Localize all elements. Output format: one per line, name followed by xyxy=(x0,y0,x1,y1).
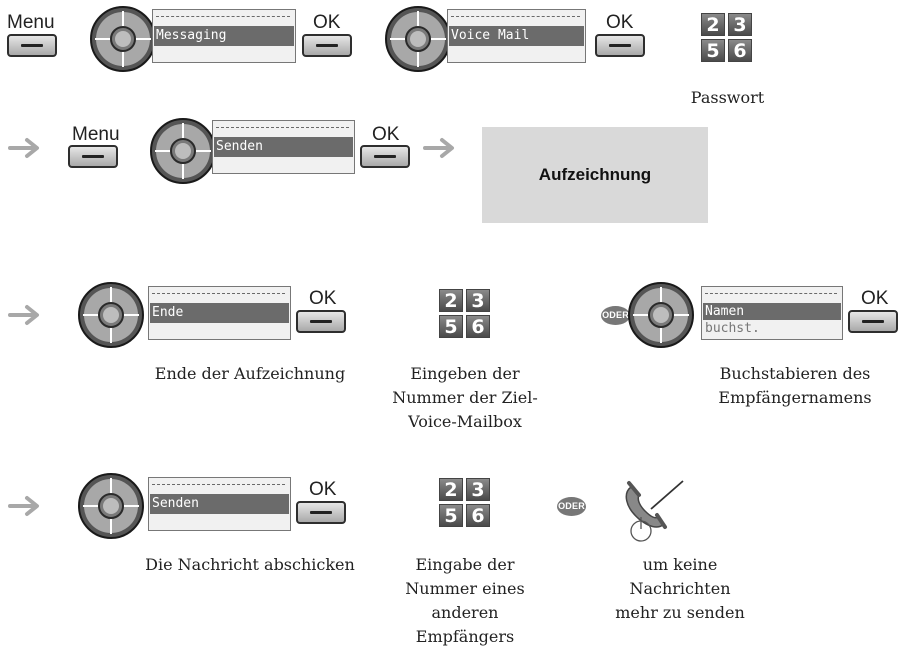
ok-key[interactable] xyxy=(302,34,352,57)
keypad-icon[interactable]: 2 3 5 6 xyxy=(701,13,754,63)
oder-badge: ODER xyxy=(601,306,630,325)
navigator-wheel-icon[interactable] xyxy=(77,281,145,349)
ok-label: OK xyxy=(309,288,337,309)
display-highlight[interactable]: Senden xyxy=(150,494,289,514)
navigator-wheel-icon[interactable] xyxy=(89,5,157,73)
navigator-wheel-icon[interactable] xyxy=(77,472,145,540)
display-highlight[interactable]: Ende xyxy=(150,303,289,323)
menu-key[interactable] xyxy=(7,34,57,57)
right-arrow-icon xyxy=(8,305,39,325)
ok-label: OK xyxy=(372,124,400,145)
display-messaging: Messaging xyxy=(152,9,296,63)
display-highlight[interactable]: Senden xyxy=(214,137,353,157)
keypad-icon[interactable]: 2 3 5 6 xyxy=(439,289,492,339)
keypad-icon[interactable]: 2 3 5 6 xyxy=(439,478,492,528)
display-voice-mail: Voice Mail xyxy=(447,9,586,63)
oder-badge: ODER xyxy=(557,497,586,516)
menu-label: Menu xyxy=(72,124,120,145)
caption-spell-name: Buchstabieren des Empfängernamens xyxy=(718,364,872,407)
ok-key[interactable] xyxy=(360,145,410,168)
recording-box: Aufzeichnung xyxy=(482,127,708,223)
caption-enter-mailbox: Eingeben der Nummer der Ziel- Voice-Mail… xyxy=(392,364,538,431)
ok-label: OK xyxy=(313,12,341,33)
display-line-2: buchst. xyxy=(705,321,760,336)
display-highlight[interactable]: Namen xyxy=(703,303,841,320)
navigator-wheel-icon[interactable] xyxy=(627,281,695,349)
navigator-wheel-icon[interactable] xyxy=(149,117,217,185)
ok-key[interactable] xyxy=(296,501,346,524)
display-senden: Senden xyxy=(148,477,291,531)
display-namen: Namen buchst. xyxy=(701,286,843,340)
display-senden: Senden xyxy=(212,120,355,174)
navigator-wheel-icon[interactable] xyxy=(384,5,452,73)
caption-end-recording: Ende der Aufzeichnung xyxy=(154,364,346,383)
ok-label: OK xyxy=(309,479,337,500)
menu-key[interactable] xyxy=(68,145,118,168)
caption-password: Passwort xyxy=(690,88,765,107)
caption-other-recipient: Eingabe der Nummer eines anderen Empfäng… xyxy=(405,555,525,646)
ok-key[interactable] xyxy=(848,310,898,333)
right-arrow-icon xyxy=(8,496,39,516)
ok-label: OK xyxy=(861,288,889,309)
display-highlight[interactable]: Messaging xyxy=(154,26,294,46)
right-arrow-icon xyxy=(8,138,39,158)
display-ende: Ende xyxy=(148,286,291,340)
ok-label: OK xyxy=(606,12,634,33)
ok-key[interactable] xyxy=(296,310,346,333)
right-arrow-icon xyxy=(423,138,454,158)
caption-send-message: Die Nachricht abschicken xyxy=(145,555,355,574)
caption-stop-sending: um keine Nachrichten mehr zu senden xyxy=(615,555,745,622)
ok-key[interactable] xyxy=(595,34,645,57)
hang-up-handset-icon[interactable] xyxy=(617,477,697,547)
display-highlight[interactable]: Voice Mail xyxy=(449,26,584,46)
menu-label: Menu xyxy=(7,12,55,33)
